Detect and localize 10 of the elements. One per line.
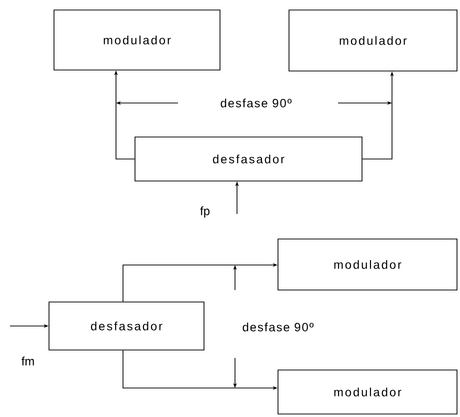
block-box: desfasador xyxy=(134,136,362,182)
block-box: modulador xyxy=(278,238,458,290)
dimension-label: desfase 90º xyxy=(220,98,292,108)
edge-label: fm xyxy=(22,356,34,366)
block-box: modulador xyxy=(288,10,458,72)
edge-label: fp xyxy=(200,206,210,218)
dimension-label: desfase 90º xyxy=(242,322,314,332)
block-box: modulador xyxy=(54,10,220,70)
block-box: modulador xyxy=(278,370,458,414)
block-box: desfasador xyxy=(48,302,204,350)
